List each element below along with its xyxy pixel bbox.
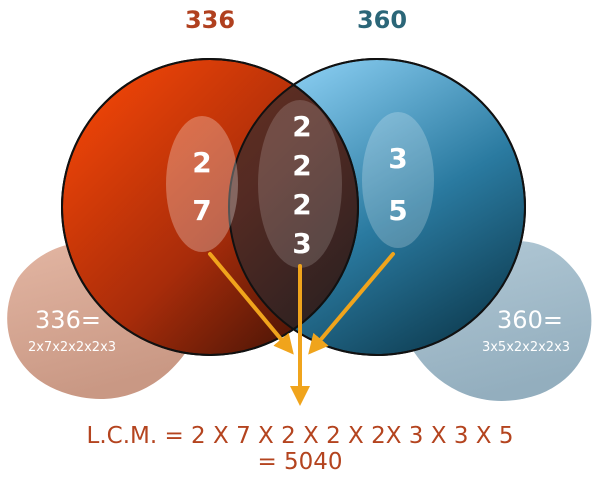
left-arrow xyxy=(208,252,294,355)
right-only-factor: 3 xyxy=(388,142,407,175)
left-only-oval xyxy=(166,116,238,252)
left-only-factor: 7 xyxy=(192,194,211,227)
intersection-factor: 2 xyxy=(292,188,311,221)
right-only-factor: 5 xyxy=(388,194,407,227)
lcm-result: = 5040 xyxy=(257,449,342,475)
intersection-region xyxy=(229,59,358,355)
left-set-title: 336 xyxy=(185,6,235,34)
intersection-factor: 3 xyxy=(292,227,311,260)
right-set-title: 360 xyxy=(357,6,407,34)
left-only-factor: 2 xyxy=(192,146,211,179)
left-factorization-head: 336= xyxy=(35,306,101,334)
right-factorization-tail: 3x5x2x2x2x3 xyxy=(482,340,570,355)
intersection-factor: 2 xyxy=(292,110,311,143)
right-factorization-head: 360= xyxy=(497,306,563,334)
right-only-oval xyxy=(362,112,434,248)
lcm-expression: L.C.M. = 2 X 7 X 2 X 2 X 2X 3 X 3 X 5 xyxy=(87,423,514,449)
intersection-factor: 2 xyxy=(292,149,311,182)
left-circle-outline xyxy=(61,58,359,356)
right-circle-outline xyxy=(228,58,526,356)
left-factorization-tail: 2x7x2x2x2x3 xyxy=(28,340,116,355)
right-arrow xyxy=(308,252,395,355)
intersection-oval xyxy=(258,100,342,268)
arrows xyxy=(208,252,395,406)
